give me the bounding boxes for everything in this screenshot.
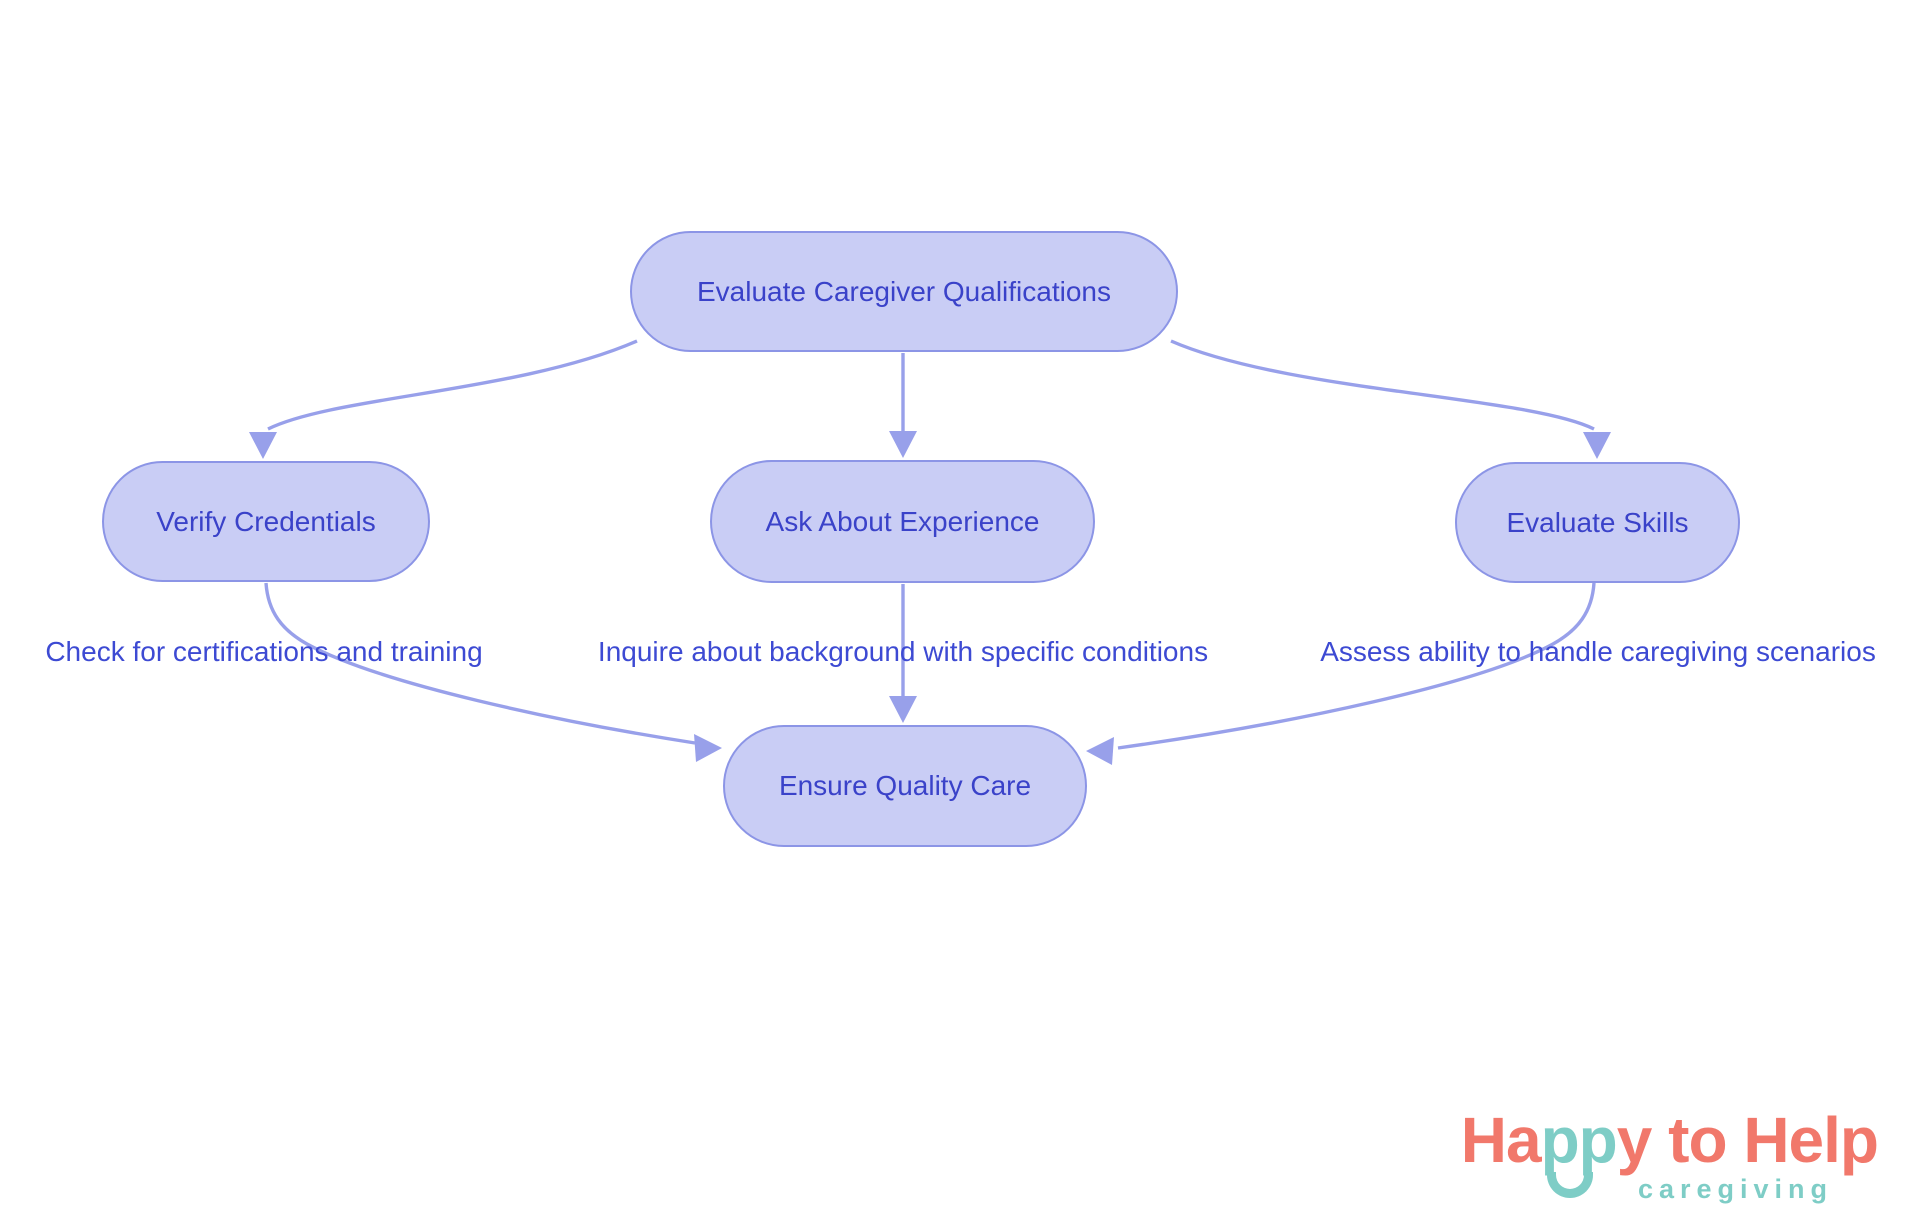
logo-text-pp: pp [1541,1108,1618,1198]
edge-qualifications-to-skills [1170,339,1595,431]
edge-qualifications-to-verify [267,339,638,431]
node-verify-credentials: Verify Credentials [102,461,430,582]
node-evaluate-skills: Evaluate Skills [1455,462,1740,583]
node-label: Verify Credentials [156,505,376,537]
node-label: Evaluate Skills [1506,506,1689,538]
edge-verify-to-ensure [264,582,696,745]
smile-icon [1546,1172,1593,1198]
edge-skills-to-ensure [1117,582,1596,750]
edge-label-assess-ability: Assess ability to handle caregiving scen… [1320,636,1876,667]
arrowhead-to-experience [889,431,917,458]
arrowhead-top-into-ensure [889,696,917,723]
logo-subtitle: caregiving [1637,1174,1833,1204]
arrowhead-to-verify [249,432,277,459]
arrowhead-left-into-ensure [694,734,722,762]
node-label: Evaluate Caregiver Qualifications [697,275,1111,307]
node-ensure-quality-care: Ensure Quality Care [723,725,1087,847]
edge-label-check-certifications: Check for certifications and training [45,636,483,667]
node-label: Ensure Quality Care [778,770,1032,801]
edge-label-inquire-background: Inquire about background with specific c… [597,636,1209,667]
logo-text-help: Help [1743,1104,1879,1176]
node-evaluate-caregiver-qualifications: Evaluate Caregiver Qualifications [630,231,1178,352]
arrowhead-right-into-ensure [1086,737,1114,765]
logo-text-to: to [1651,1104,1744,1176]
node-label: Ask About Experience [765,505,1040,537]
arrowhead-to-skills [1583,432,1611,459]
node-ask-about-experience: Ask About Experience [710,460,1095,583]
logo-text-ha: Ha [1460,1104,1542,1176]
logo-text-y: y [1616,1104,1653,1176]
